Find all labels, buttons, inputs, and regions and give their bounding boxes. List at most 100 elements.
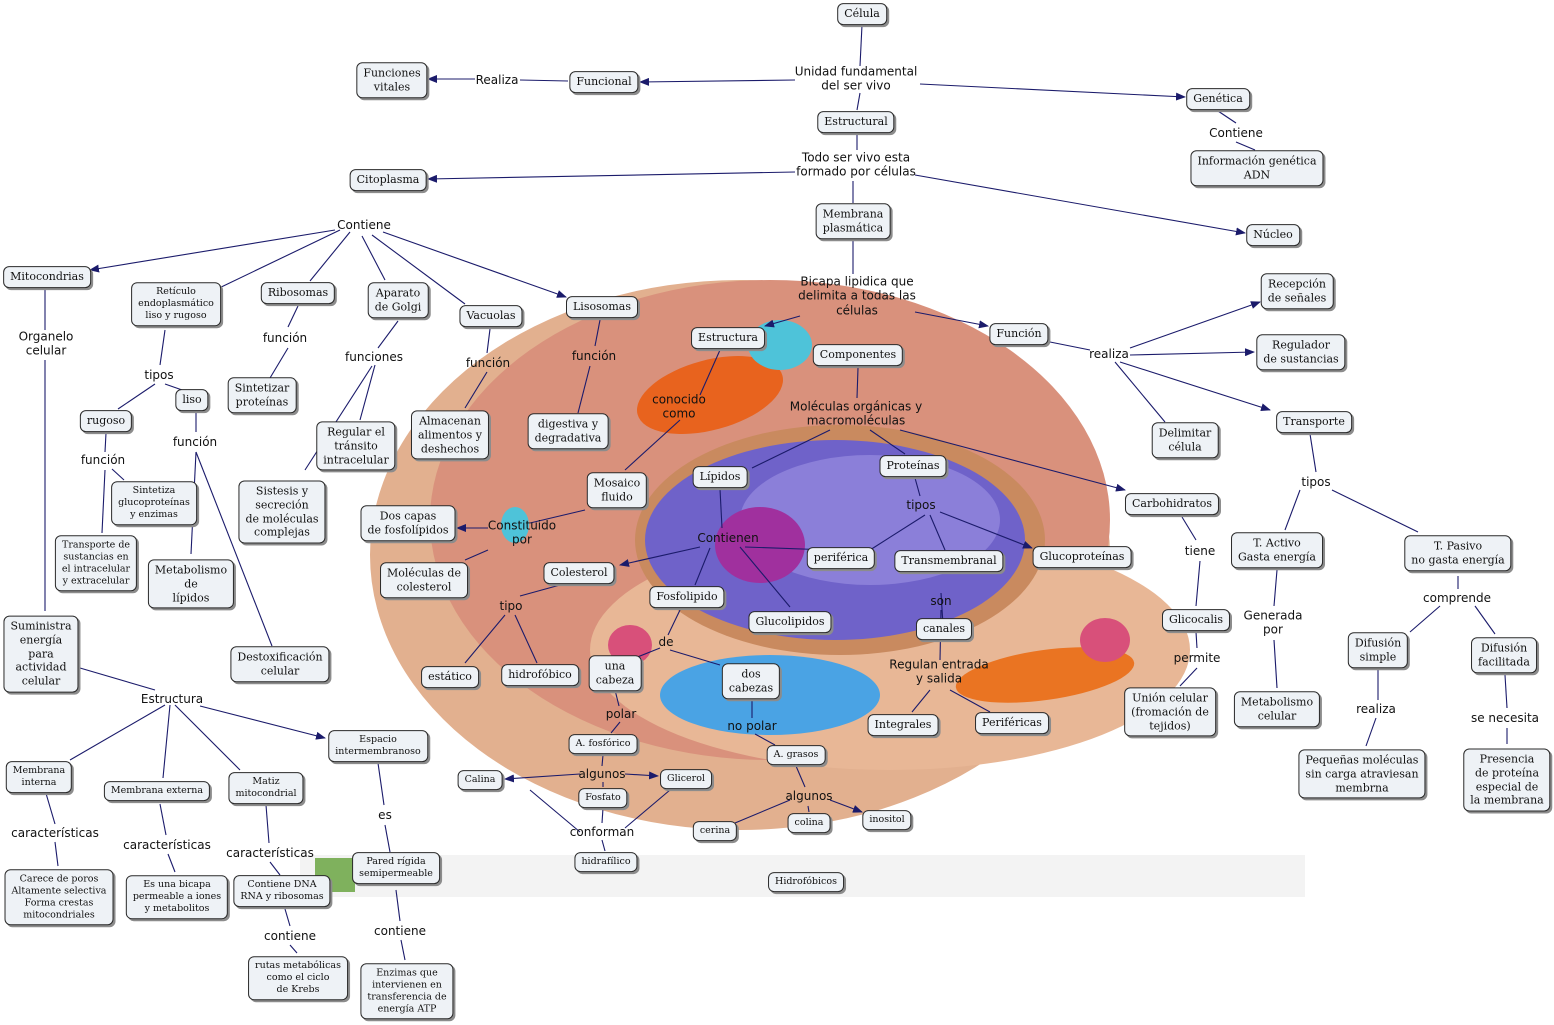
concept-hidrofobico[interactable]: hidrofóbico [501,664,579,686]
connector-line [624,419,681,471]
link-caracteristicas-3: características [226,845,314,860]
concept-citoplasma[interactable]: Citoplasma [349,169,427,191]
link-funcion-liso: función [172,434,218,449]
concept-glicocalis[interactable]: Glicocalis [1161,609,1231,631]
link-funcion-lis: función [571,348,617,363]
concept-canales[interactable]: canales [915,618,973,640]
connector-line [754,733,776,746]
concept-carbohidratos[interactable]: Carbohidratos [1124,493,1220,515]
concept-proteinas[interactable]: Proteínas [879,455,947,477]
connector-line [199,705,326,740]
connector-line [162,704,171,779]
concept-a-fosforico[interactable]: A. fosfórico [568,734,638,754]
concept-cerina[interactable]: cerina [692,821,738,841]
connector-line [395,889,401,922]
concept-estatico[interactable]: estático [421,666,479,688]
concept-lisosomas[interactable]: Lisosomas [566,296,638,318]
concept-ribosomas[interactable]: Ribosomas [260,282,336,304]
connector-line [514,614,538,664]
concept-periferica[interactable]: periférica [806,547,876,569]
concept-mitocondrias[interactable]: Mitocondrias [3,266,91,288]
concept-colesterol[interactable]: Colesterol [543,562,615,584]
connector-line [159,803,167,836]
concept-glicerol[interactable]: Glicerol [660,769,712,789]
concept-inositol[interactable]: inositol [862,810,912,830]
connector-line [359,364,376,421]
concept-a-grasos[interactable]: A. grasos [766,745,826,765]
link-comprende: comprende [1423,590,1491,605]
concept-estructural[interactable]: Estructural [817,111,895,133]
concept-componentes[interactable]: Componentes [812,344,904,366]
concept-funcional[interactable]: Funcional [569,71,639,93]
concept-glucolipidos[interactable]: Glucolipidos [748,611,832,633]
concept-lipidos[interactable]: Lípidos [692,466,748,488]
concept-colina[interactable]: colina [787,813,831,833]
concept-membrana-externa[interactable]: Membrana externa [103,781,211,801]
concept-hidrafilico[interactable]: hidrafílico [574,852,638,872]
concept-vacuolas[interactable]: Vacuolas [459,305,523,327]
concept-integrales[interactable]: Integrales [867,714,939,736]
concept-hidrofobicos[interactable]: Hidrofóbicos [768,872,844,892]
concept-transporte[interactable]: Transporte [1276,411,1352,433]
concept-perifericas[interactable]: Periféricas [975,712,1049,734]
concept-glucoproteinas[interactable]: Glucoproteínas [1032,546,1132,568]
concept-fosfolipido[interactable]: Fosfolipido [649,586,725,608]
connector-line [1119,361,1271,412]
concept-genetica[interactable]: Genética [1186,88,1250,110]
concept-transmembranal[interactable]: Transmembranal [894,550,1004,572]
connector-line [287,305,299,328]
link-contiene-cit: Contiene [337,217,391,232]
concept-calina[interactable]: Calina [457,770,503,790]
connector-line [69,704,166,761]
concept-fosfato[interactable]: Fosfato [578,788,628,808]
concept-liso[interactable]: liso [175,389,209,411]
link-polar: polar [605,706,637,721]
concept-rugoso[interactable]: rugoso [79,410,133,432]
concept-estructura[interactable]: Estructura [691,327,765,349]
concept-funcion[interactable]: Función [989,323,1049,345]
concept-nucleo[interactable]: Núcleo [1246,224,1300,246]
concept-celula[interactable]: Célula [837,3,887,25]
